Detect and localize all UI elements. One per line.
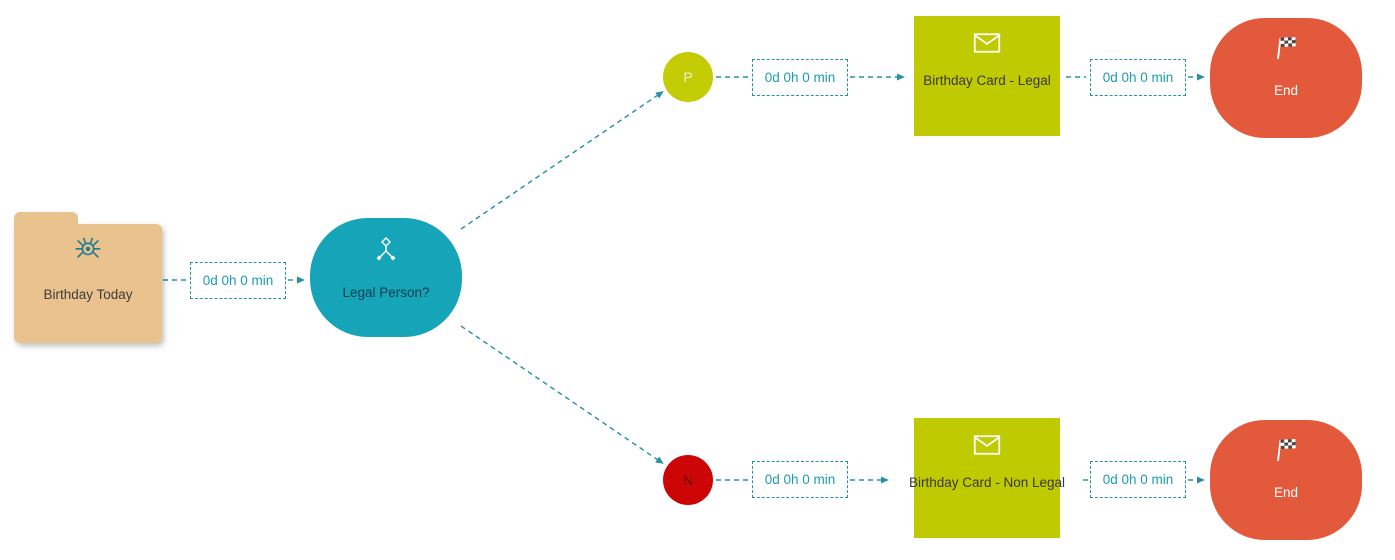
bug-event-icon	[73, 232, 103, 267]
branch-negative-label: N	[682, 472, 694, 488]
start-node[interactable]: Birthday Today	[14, 212, 162, 343]
branch-negative-node[interactable]: N	[663, 455, 713, 505]
end-node-top-label: End	[1273, 83, 1299, 98]
task-node-legal-label: Birthday Card - Legal	[923, 73, 1051, 88]
duration-text: 0d 0h 0 min	[1102, 472, 1174, 487]
duration-label-1[interactable]: 0d 0h 0 min	[190, 262, 286, 299]
duration-label-4[interactable]: 0d 0h 0 min	[752, 461, 848, 498]
duration-text: 0d 0h 0 min	[1102, 70, 1174, 85]
envelope-icon	[973, 32, 1001, 59]
duration-label-3[interactable]: 0d 0h 0 min	[1090, 59, 1186, 96]
end-node-bottom-label: End	[1273, 485, 1299, 500]
duration-text: 0d 0h 0 min	[764, 472, 836, 487]
duration-label-2[interactable]: 0d 0h 0 min	[752, 59, 848, 96]
connector-decision-to-negative	[460, 325, 664, 464]
task-node-nonlegal-label: Birthday Card - Non Legal	[908, 475, 1066, 490]
decision-node-label: Legal Person?	[342, 285, 430, 300]
connector-decision-to-positive	[460, 91, 664, 230]
task-node-nonlegal[interactable]: Birthday Card - Non Legal	[909, 418, 1065, 538]
end-node-bottom[interactable]: End	[1210, 420, 1362, 540]
branch-positive-label: P	[683, 69, 693, 85]
duration-text: 0d 0h 0 min	[202, 273, 274, 288]
start-node-label: Birthday Today	[43, 287, 133, 302]
envelope-icon	[973, 434, 1001, 461]
end-node-top[interactable]: End	[1210, 18, 1362, 138]
checkered-flag-icon	[1272, 436, 1300, 469]
branch-positive-node[interactable]: P	[663, 52, 713, 102]
duration-text: 0d 0h 0 min	[764, 70, 836, 85]
decision-node[interactable]: Legal Person?	[310, 218, 462, 337]
task-node-legal[interactable]: Birthday Card - Legal	[914, 16, 1060, 136]
duration-label-5[interactable]: 0d 0h 0 min	[1090, 461, 1186, 498]
decision-split-icon	[371, 234, 401, 269]
checkered-flag-icon	[1272, 34, 1300, 67]
